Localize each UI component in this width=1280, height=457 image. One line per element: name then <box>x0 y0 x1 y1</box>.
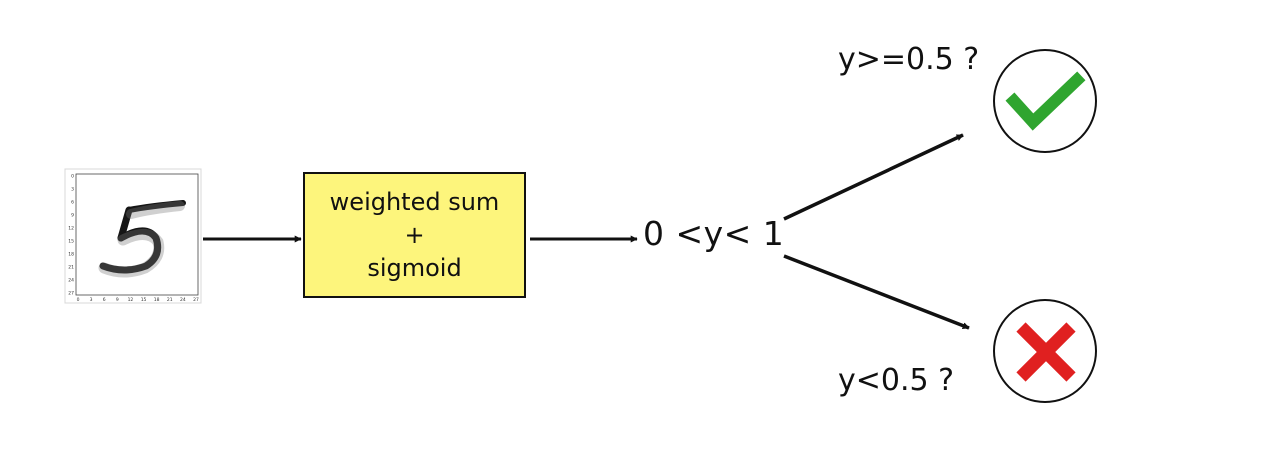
arrow-to-positive <box>783 133 964 221</box>
digit-strokes <box>99 200 186 274</box>
image-y-tick-label: 9 <box>71 213 74 219</box>
image-x-tick-label: 3 <box>90 297 93 303</box>
image-x-tick-label: 24 <box>180 297 186 303</box>
digit-blur <box>98 201 185 278</box>
image-x-tick-label: 27 <box>193 297 199 303</box>
image-y-tick-label: 0 <box>71 174 74 180</box>
weighted-sum-sigmoid-box: weighted sum + sigmoid <box>303 172 526 298</box>
image-y-tick-label: 6 <box>71 200 74 206</box>
arrow-to-negative <box>783 254 970 330</box>
image-y-tick-label: 27 <box>68 291 74 297</box>
image-x-tick-label: 15 <box>141 297 147 303</box>
box-line-plus: + <box>404 220 425 249</box>
image-x-tick-label: 0 <box>77 297 80 303</box>
image-y-tick-label: 15 <box>68 239 74 245</box>
positive-condition-label: y>=0.5 ? <box>838 42 980 77</box>
digit-bowl-stroke <box>99 227 162 274</box>
image-y-tick-label: 12 <box>68 226 74 232</box>
negative-condition-label: y<0.5 ? <box>838 363 955 398</box>
negative-outcome <box>993 299 1097 403</box>
image-x-tick-label: 18 <box>154 297 160 303</box>
input-digit-image: 0 3 6 9 12 15 18 21 24 27 0 3 6 9 12 15 18 21 24 27 <box>64 168 202 304</box>
image-x-tick-label: 6 <box>103 297 106 303</box>
image-x-ticks: 0 3 6 9 12 15 18 21 24 27 <box>77 297 199 303</box>
image-x-tick-label: 12 <box>128 297 134 303</box>
positive-circle <box>993 49 1097 153</box>
cross-icon <box>1016 322 1076 382</box>
image-x-tick-label: 9 <box>116 297 119 303</box>
image-y-tick-label: 24 <box>68 278 74 284</box>
image-y-ticks: 0 3 6 9 12 15 18 21 24 27 <box>68 174 74 297</box>
positive-outcome <box>993 49 1097 153</box>
image-y-tick-label: 3 <box>71 187 74 193</box>
box-line-weighted-sum: weighted sum <box>329 187 500 216</box>
image-x-tick-label: 21 <box>167 297 173 303</box>
image-y-tick-label: 21 <box>68 265 74 271</box>
check-icon <box>1005 71 1086 131</box>
image-y-tick-label: 18 <box>68 252 74 258</box>
digit-top-stroke <box>126 200 186 213</box>
output-range-label: 0 <y< 1 <box>643 214 785 253</box>
box-line-sigmoid: sigmoid <box>367 253 462 282</box>
